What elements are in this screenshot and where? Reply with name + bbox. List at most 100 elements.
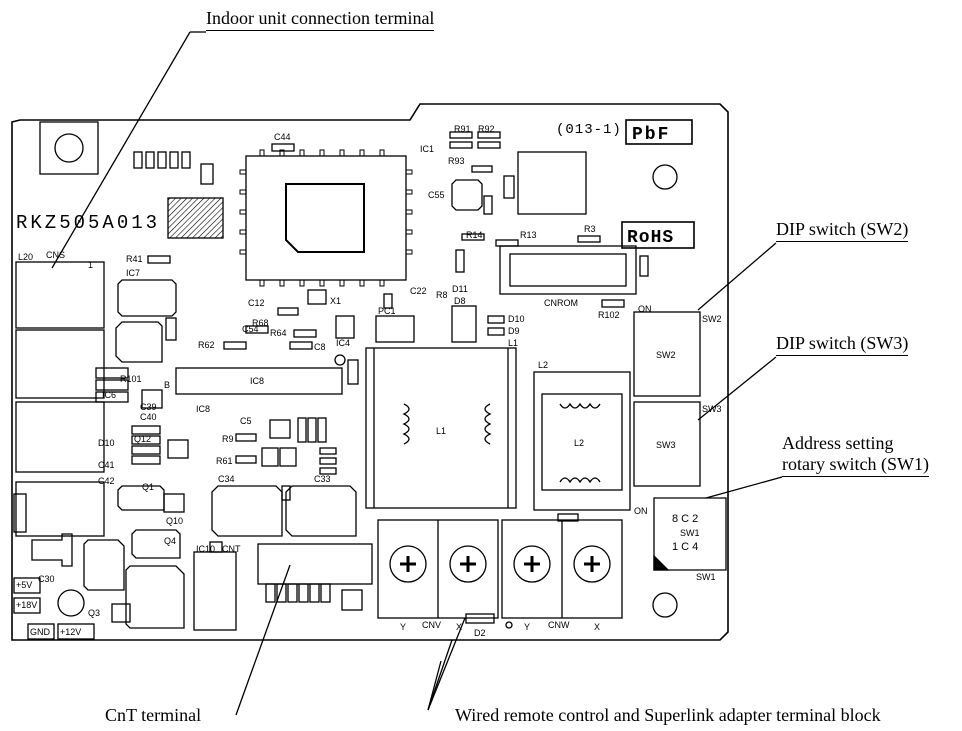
label-r61: R61 <box>216 456 233 466</box>
label-sw1-inner: SW1 <box>680 528 700 538</box>
label-cns: CNS <box>46 250 65 260</box>
callout-indoor-unit: Indoor unit connection terminal <box>206 8 435 31</box>
label-d2: D2 <box>474 628 486 638</box>
leader-wired-c <box>427 660 442 711</box>
label-ic7: IC7 <box>126 268 140 278</box>
label-r3: R3 <box>584 224 596 234</box>
label-c8: C8 <box>314 342 326 352</box>
label-y-cnw: Y <box>524 622 530 632</box>
label-l1: L1 <box>436 426 446 436</box>
label-q3: Q3 <box>88 608 100 618</box>
label-x-cnw: X <box>594 622 600 632</box>
label-x-cnv: X <box>456 622 462 632</box>
cnt-connector <box>257 543 373 585</box>
label-r91: R91 <box>454 124 471 134</box>
pbf-mark-box <box>625 119 693 145</box>
label-c55: C55 <box>428 190 445 200</box>
label-c41: C41 <box>98 460 115 470</box>
label-ic6: IC6 <box>102 390 116 400</box>
label-p18v: +18V <box>16 600 37 610</box>
label-r64: R64 <box>270 328 287 338</box>
label-r101: R101 <box>120 374 142 384</box>
label-cnrom: CNROM <box>544 298 578 308</box>
label-c42: C42 <box>98 476 115 486</box>
mount-pad-top-left <box>39 121 99 175</box>
label-b1: B <box>164 380 170 390</box>
label-q4: Q4 <box>164 536 176 546</box>
label-q12: Q12 <box>134 434 151 444</box>
leader-wired-b <box>427 639 453 711</box>
label-r13: R13 <box>520 230 537 240</box>
label-ic1: IC1 <box>420 144 434 154</box>
label-sw2-side: SW2 <box>702 314 722 324</box>
label-q10: Q10 <box>166 516 183 526</box>
mount-hole-bottom-left <box>57 589 85 617</box>
callout-wired-remote: Wired remote control and Superlink adapt… <box>455 705 881 725</box>
pin-label: 1 <box>88 260 93 270</box>
label-c39: C39 <box>140 402 157 412</box>
ic3-package <box>517 151 587 215</box>
label-l20: L20 <box>18 252 33 262</box>
label-ic8: IC8 <box>250 376 264 386</box>
callout-address-line1: Address setting <box>782 433 894 453</box>
sw2-dip-switch <box>633 311 701 397</box>
leader-sw1 <box>705 476 783 499</box>
label-r9: R9 <box>222 434 234 444</box>
mount-hole-top-left <box>54 133 84 163</box>
label-sw3-side: SW3 <box>702 404 722 414</box>
label-l2b: L2 <box>574 438 584 448</box>
label-sw2-body: SW2 <box>656 350 676 360</box>
label-d9: D9 <box>508 326 520 336</box>
label-x1: X1 <box>330 296 341 306</box>
label-c22: C22 <box>410 286 427 296</box>
label-c54: C54 <box>242 324 259 334</box>
label-c12: C12 <box>248 298 265 308</box>
leader-sw2 <box>697 242 777 311</box>
ic7-package <box>117 279 177 317</box>
label-l1b: L1 <box>508 338 518 348</box>
label-sw1-top: 8 C 2 <box>672 513 698 525</box>
sw1-rotary-switch <box>653 497 727 571</box>
label-l2: L2 <box>538 360 548 370</box>
mount-hole-bottom-right <box>652 592 678 618</box>
l1-transformer <box>365 347 517 509</box>
label-p12v: +12V <box>60 627 81 637</box>
label-d11: D11 <box>452 284 468 294</box>
callout-address-line2: rotary switch (SW1) <box>782 454 929 477</box>
label-d10: D10 <box>98 438 115 448</box>
label-sw1-bottom: 1 C 4 <box>672 541 698 553</box>
board-revision: (013-1) <box>556 122 622 138</box>
label-ic8b: IC8 <box>196 404 210 414</box>
label-d8: D8 <box>454 296 466 306</box>
cnrom-connector <box>499 245 637 295</box>
label-c40: C40 <box>140 412 157 422</box>
callout-dip-sw2: DIP switch (SW2) <box>776 219 909 242</box>
rohs-mark-box <box>621 221 695 249</box>
callout-cnt-terminal: CnT terminal <box>105 705 202 725</box>
rohs-mark: RoHS <box>627 228 674 248</box>
leader-indoor-diag <box>51 31 191 269</box>
cns-connector <box>15 261 105 329</box>
board-outline <box>11 103 729 641</box>
label-r14: R14 <box>466 230 483 240</box>
label-d10b: D10 <box>508 314 525 324</box>
label-y-cnv: Y <box>400 622 406 632</box>
label-r62: R62 <box>198 340 215 350</box>
label-on-sw2: ON <box>638 304 652 314</box>
leader-wired-a <box>427 617 466 711</box>
leader-sw3 <box>697 356 777 421</box>
ic1-package <box>245 155 407 281</box>
label-ic10: IC10 <box>196 544 215 554</box>
label-on-sw3: ON <box>634 506 648 516</box>
label-c30: C30 <box>38 574 55 584</box>
label-r93: R93 <box>448 156 465 166</box>
ic1-die <box>285 183 365 253</box>
pbf-mark: PbF <box>632 125 670 145</box>
label-c33: C33 <box>314 474 331 484</box>
label-cnw: CNW <box>548 620 570 630</box>
callout-dip-sw3: DIP switch (SW3) <box>776 333 909 356</box>
label-gnd: GND <box>30 627 51 637</box>
label-r8: R8 <box>436 290 448 300</box>
label-r68: R68 <box>252 318 269 328</box>
